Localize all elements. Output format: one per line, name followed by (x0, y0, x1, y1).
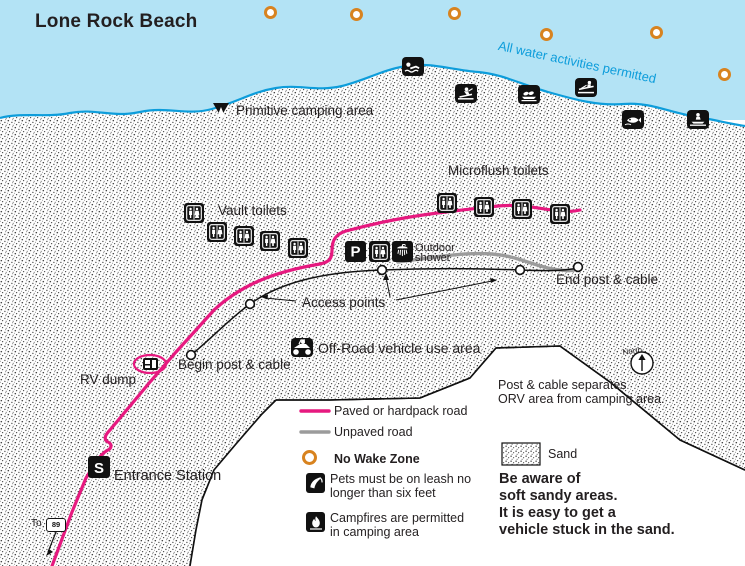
legend-item-pets-label: Pets must be on leash no longer than six… (330, 472, 471, 500)
begin-post-cable-label: Begin post & cable (178, 357, 291, 372)
beach-southeast-wedge-edge (559, 345, 745, 471)
campfire-icon (306, 512, 325, 532)
parking-icon: P (345, 241, 366, 262)
shoreline (0, 63, 745, 128)
to-highway-label: To (31, 518, 42, 529)
microflush-toilet-icon (550, 204, 570, 224)
outdoor-shower-line-1: Outdoor (415, 242, 455, 254)
post-cable-node-access-3 (514, 264, 526, 276)
shower-icon (392, 241, 413, 262)
vault-toilets-label: Vault toilets (218, 203, 287, 218)
boating-icon (518, 85, 540, 104)
legend-pets-line-1: Pets must be on leash no (330, 472, 472, 486)
rv-dump-label: RV dump (80, 372, 137, 387)
legend-item-unpaved-label: Unpaved road (334, 425, 413, 439)
sand-warning-line-3: It is easy to get a (499, 505, 616, 521)
post-cable-node-access-2 (376, 264, 388, 276)
vault-toilet-icon (207, 222, 227, 242)
jet-ski-icon (687, 110, 709, 129)
sand-warning-text: Be aware of soft sandy areas. It is easy… (499, 471, 675, 539)
legend-item-paved-label: Paved or hardpack road (334, 404, 468, 418)
microflush-toilet-icon (474, 197, 494, 217)
swimming-icon (402, 57, 424, 76)
buoy-icon (718, 68, 731, 81)
beach-southeast-wedge (560, 330, 745, 470)
buoy-icon (650, 26, 663, 39)
orv-icon (291, 338, 313, 357)
post-cable-node-begin (185, 349, 197, 361)
sand-warning-line-4: vehicle stuck in the sand. (499, 522, 675, 538)
vault-toilet-icon (184, 203, 204, 223)
legend-item-sand-label: Sand (548, 447, 578, 461)
post-cable-node-end (572, 261, 584, 273)
buoy-icon (350, 8, 363, 21)
entrance-station-marker: S (88, 456, 110, 478)
buoy-icon (448, 7, 461, 20)
access-point-leaders (261, 273, 497, 302)
legend-item-campfire-label: Campfires are permitted in camping area (330, 511, 464, 539)
outdoor-shower-line-2: shower (415, 252, 451, 264)
north-arrow-icon (630, 351, 654, 375)
restroom-icon (369, 241, 390, 262)
unpaved-road (396, 251, 582, 273)
highway-shield-89: 89 (46, 518, 66, 532)
vault-toilet-icon (260, 231, 280, 251)
paved-road (50, 203, 582, 566)
south-white-fill (190, 347, 745, 566)
vault-toilet-icon (288, 238, 308, 258)
page-title: Lone Rock Beach (35, 11, 198, 32)
microflush-toilets-label: Microflush toilets (448, 163, 549, 178)
microflush-toilet-icon (512, 199, 532, 219)
windsurfing-icon (575, 78, 597, 97)
legend-campfire-line-1: Campfires are permitted (330, 511, 465, 525)
legend-item-nowake-label: No Wake Zone (334, 452, 420, 466)
post-cable-note-line-2: ORV area from camping area. (498, 392, 665, 406)
dog-leash-icon (306, 473, 325, 493)
svg-text:P: P (350, 244, 360, 260)
buoy-icon (264, 6, 277, 19)
post-cable-note-line-1: Post & cable separates (498, 378, 627, 392)
buoy-icon (540, 28, 553, 41)
post-cable-node-access-1 (244, 298, 256, 310)
highway-number: 89 (51, 520, 61, 530)
legend-campfire-line-2: in camping area (330, 525, 419, 539)
end-post-cable-label: End post & cable (556, 272, 659, 287)
svg-text:S: S (94, 460, 104, 477)
fishing-icon (622, 110, 644, 129)
post-cable-note: Post & cable separates ORV area from cam… (498, 378, 665, 406)
water-ski-icon (455, 84, 477, 103)
vault-toilet-icon (234, 226, 254, 246)
legend-pets-line-2: longer than six feet (330, 486, 436, 500)
sand-warning-line-2: soft sandy areas. (499, 488, 618, 504)
legend-sand-swatch (501, 442, 541, 466)
primitive-camping-label: Primitive camping area (236, 103, 374, 118)
entrance-station-label: Entrance Station (114, 468, 222, 484)
no-wake-zone-buoy-icon (302, 450, 317, 465)
sand-warning-line-1: Be aware of (499, 471, 581, 487)
rv-dump-icon (143, 358, 158, 370)
rv-dump-loop (132, 353, 168, 375)
microflush-toilet-icon (437, 193, 457, 213)
access-points-label: Access points (302, 295, 386, 310)
orv-area-label: Off-Road vehicle use area (318, 340, 481, 356)
outdoor-shower-label: Outdoor shower (415, 242, 455, 264)
park-boundary-southwest-redraw (189, 399, 277, 566)
tent-icon (213, 103, 229, 117)
